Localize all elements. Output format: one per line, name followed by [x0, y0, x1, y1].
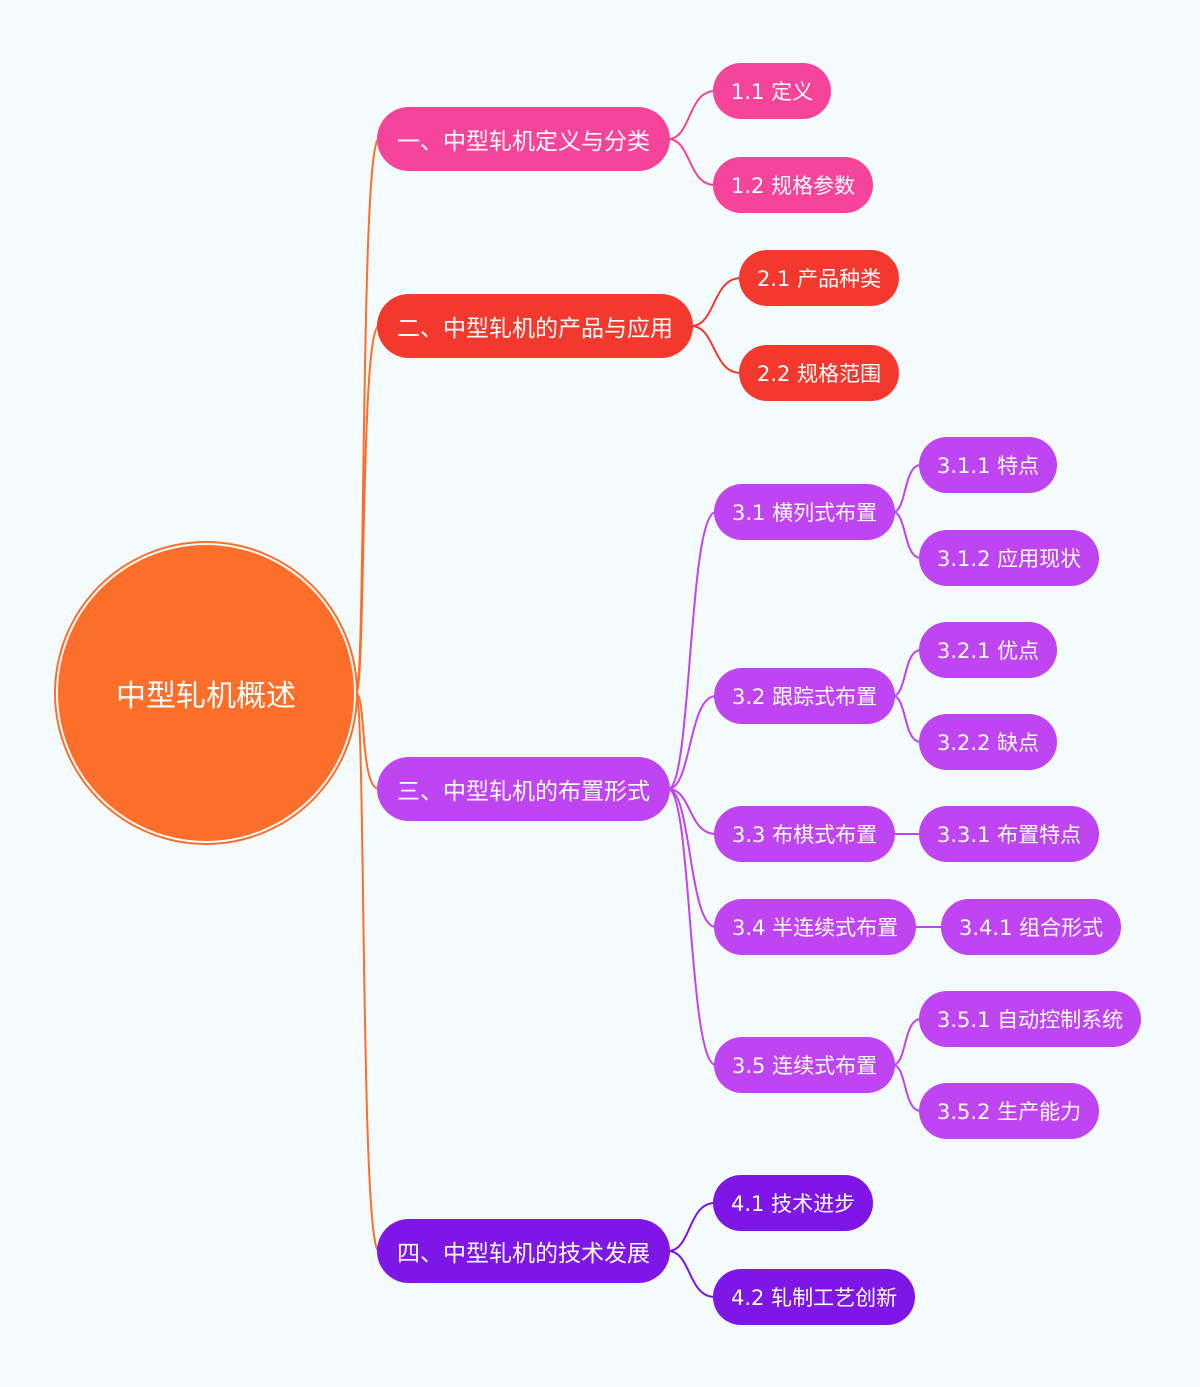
connector-branch-1-2: [667, 138, 716, 186]
node-4-1-tech-progress[interactable]: 4.1 技术进步: [713, 1175, 874, 1231]
connector-3-2-1: [892, 649, 922, 697]
node-3-2-2-disadvantages[interactable]: 3.2.2 缺点: [919, 714, 1058, 770]
node-3-4-1-combination-form[interactable]: 3.4.1 组合形式: [941, 899, 1122, 955]
connector-3-1-1: [892, 464, 922, 513]
connector-root-branch-3: [355, 692, 380, 790]
connector-branch-3-1: [667, 511, 717, 790]
branch-technical-development[interactable]: 四、中型轧机的技术发展: [377, 1219, 670, 1283]
node-1-1-definition[interactable]: 1.1 定义: [713, 63, 832, 119]
node-3-5-1-auto-control-system[interactable]: 3.5.1 自动控制系统: [919, 991, 1142, 1047]
node-3-1-1-features[interactable]: 3.1.1 特点: [919, 437, 1058, 493]
node-3-4-semi-continuous-layout[interactable]: 3.4 半连续式布置: [714, 899, 917, 955]
connector-3-1-2: [892, 511, 922, 559]
connector-branch-2-2: [690, 325, 742, 374]
connector-branch-3-2: [667, 695, 717, 790]
node-3-2-tracking-layout[interactable]: 3.2 跟踪式布置: [714, 668, 896, 724]
connector-root-branch-2: [355, 325, 380, 694]
branch-definition-classification[interactable]: 一、中型轧机定义与分类: [377, 107, 670, 171]
connector-root-branch-4: [355, 692, 380, 1252]
node-3-3-chessboard-layout[interactable]: 3.3 布棋式布置: [714, 806, 896, 862]
node-3-3-1-layout-features[interactable]: 3.3.1 布置特点: [919, 806, 1100, 862]
branch-layout-forms[interactable]: 三、中型轧机的布置形式: [377, 757, 670, 821]
connector-branch-4-1: [667, 1202, 716, 1252]
connector-branch-3-5: [667, 788, 717, 1066]
node-3-1-cross-country-layout[interactable]: 3.1 横列式布置: [714, 484, 896, 540]
connector-branch-1-1: [667, 90, 716, 140]
branch-products-applications[interactable]: 二、中型轧机的产品与应用: [377, 294, 693, 358]
connector-3-2-2: [892, 695, 922, 743]
node-2-1-product-types[interactable]: 2.1 产品种类: [739, 250, 900, 306]
connector-branch-4-2: [667, 1250, 716, 1298]
connector-3-5-1: [892, 1018, 922, 1066]
node-3-1-2-current-application[interactable]: 3.1.2 应用现状: [919, 530, 1100, 586]
connector-branch-3-4: [667, 788, 717, 928]
connector-branch-2-1: [690, 277, 742, 327]
node-3-5-continuous-layout[interactable]: 3.5 连续式布置: [714, 1037, 896, 1093]
connector-branch-3-3: [667, 788, 717, 835]
connector-3-5-2: [892, 1064, 922, 1112]
root-node[interactable]: 中型轧机概述: [58, 545, 354, 841]
node-3-5-2-production-capacity[interactable]: 3.5.2 生产能力: [919, 1083, 1100, 1139]
node-2-2-spec-range[interactable]: 2.2 规格范围: [739, 345, 900, 401]
node-4-2-rolling-process-innovation[interactable]: 4.2 轧制工艺创新: [713, 1269, 916, 1325]
node-3-2-1-advantages[interactable]: 3.2.1 优点: [919, 622, 1058, 678]
node-1-2-spec-params[interactable]: 1.2 规格参数: [713, 157, 874, 213]
